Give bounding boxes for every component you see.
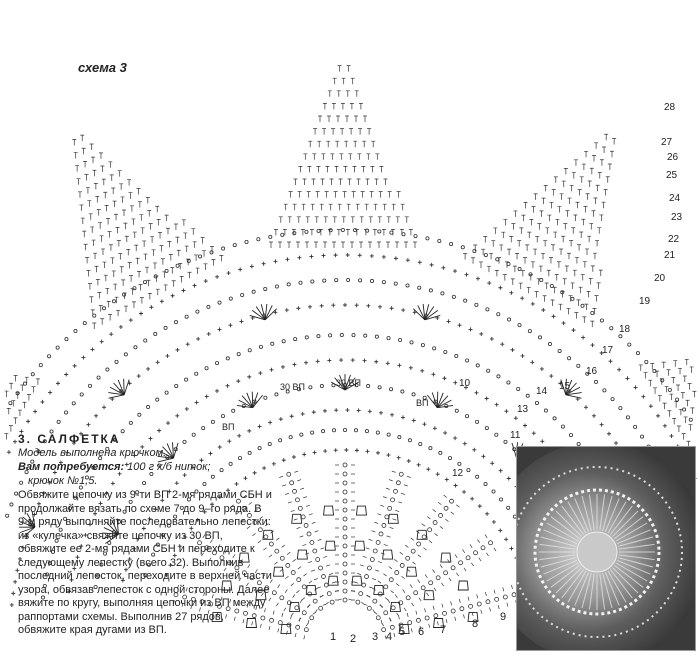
- row-number-13: 13: [517, 404, 529, 415]
- upper-petals: [4, 65, 697, 455]
- row-number-10: 10: [459, 378, 471, 389]
- row-number-bottom-4: 4: [386, 631, 392, 643]
- vp-label-right: ВП: [416, 398, 428, 408]
- row-number-22: 22: [668, 234, 680, 245]
- vp-label-center: 30 ВП: [336, 378, 361, 388]
- row-number-11: 11: [510, 430, 521, 441]
- row-number-18: 18: [619, 324, 631, 335]
- row-number-bottom-6: 6: [418, 626, 424, 638]
- row-number-23: 23: [671, 212, 683, 223]
- vp-label-far-left: ВП: [222, 422, 234, 432]
- row-number-25: 25: [666, 170, 678, 181]
- row-number-16: 16: [586, 366, 598, 377]
- scheme-label: схема 3: [78, 60, 127, 75]
- lower-petals: [173, 462, 517, 640]
- row-number-15: 15: [559, 381, 571, 392]
- model-note: Модель выполнена крючком.: [18, 447, 167, 459]
- row-number-26: 26: [667, 152, 679, 163]
- row-number-bottom-1: 1: [330, 631, 336, 643]
- row-number-28: 28: [664, 102, 676, 113]
- doily-title: 3. САЛФЕТКА: [18, 432, 121, 446]
- row-number-27: 27: [661, 137, 673, 148]
- vp-label-left: 30 ВП: [280, 382, 305, 392]
- doily-photo-image: [517, 447, 695, 650]
- center-bells: [211, 505, 479, 635]
- row-number-bottom-3: 3: [372, 631, 378, 643]
- doily-photo: [516, 446, 696, 651]
- row-number-bottom-8: 8: [472, 618, 478, 630]
- row-number-19: 19: [639, 296, 651, 307]
- row-number-bottom-2: 2: [350, 633, 356, 645]
- hook-line: крючок №1,5.: [28, 475, 98, 487]
- row-number-24: 24: [669, 193, 681, 204]
- row-number-14: 14: [536, 386, 548, 397]
- row-number-bottom-7: 7: [440, 624, 446, 636]
- materials-value: 100 г х/б ниток;: [124, 461, 211, 473]
- row-number-bottom-5: 5: [399, 626, 405, 638]
- materials-label: Вам потребуется:: [18, 461, 125, 473]
- row-number-bottom-9: 9: [500, 611, 506, 623]
- instructions-text: Обвяжите цепочку из 9-ти ВП 2-мя рядами …: [18, 489, 272, 636]
- materials-line: Вам потребуется: 100 г х/б ниток;: [18, 461, 228, 474]
- row-number-17: 17: [602, 345, 614, 356]
- row-number-20: 20: [654, 273, 666, 284]
- row-number-12: 12: [452, 468, 464, 479]
- row-number-21: 21: [664, 250, 676, 261]
